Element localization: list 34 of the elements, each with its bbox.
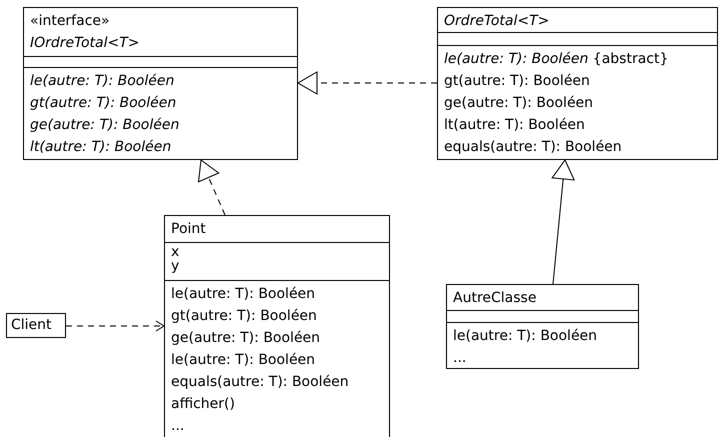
method: le(autre: T): Booléen <box>171 351 316 370</box>
method: ... <box>171 417 184 436</box>
method: le(autre: T): Booléen <box>453 327 598 346</box>
method: le(autre: T): Booléen {abstract} <box>444 50 668 69</box>
dependency-arrow <box>66 320 164 332</box>
method: le(autre: T): Booléen <box>30 72 174 91</box>
class-name: AutreClasse <box>453 289 536 308</box>
method: ge(autre: T): Booléen <box>171 329 320 348</box>
method: equals(autre: T): Booléen <box>171 373 349 392</box>
class-box <box>446 284 639 369</box>
realization-arrow <box>198 160 226 216</box>
method: afficher() <box>171 395 235 414</box>
stereotype: «interface» <box>30 12 110 31</box>
class-box <box>23 7 298 160</box>
method: gt(autre: T): Booléen <box>30 94 176 113</box>
attribute: x <box>171 245 180 259</box>
realization-arrow <box>298 72 438 94</box>
realization-arrow <box>552 160 575 284</box>
method: gt(autre: T): Booléen <box>171 307 317 326</box>
attribute: y <box>171 259 180 273</box>
class-name: IOrdreTotal<T> <box>30 34 140 53</box>
method: ge(autre: T): Booléen <box>30 116 180 135</box>
class-box <box>437 7 718 160</box>
class-box: Client <box>6 313 66 338</box>
method: le(autre: T): Booléen <box>171 285 316 304</box>
method: ge(autre: T): Booléen <box>444 94 594 113</box>
class-name: OrdreTotal<T> <box>444 12 550 31</box>
method: lt(autre: T): Booléen <box>444 116 585 135</box>
class-box <box>164 215 390 437</box>
method: ... <box>453 349 466 368</box>
method: equals(autre: T): Booléen <box>444 138 622 157</box>
class-name: Point <box>171 220 206 239</box>
method: gt(autre: T): Booléen <box>444 72 590 91</box>
method: lt(autre: T): Booléen <box>30 138 172 157</box>
